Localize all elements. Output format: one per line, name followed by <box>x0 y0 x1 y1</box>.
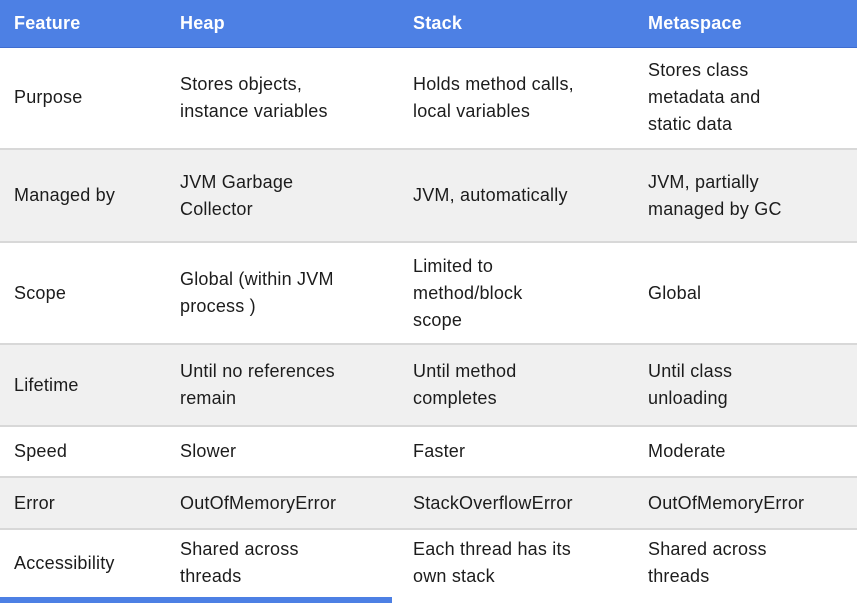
cell-speed-heap: Slower <box>180 441 237 461</box>
cell-lifetime-stack: Until method completes <box>413 361 517 408</box>
cell-scope-stack: Limited to method/block scope <box>413 255 523 330</box>
column-header-stack: Stack <box>413 12 463 33</box>
cell-scope-heap: Global (within JVM process ) <box>180 269 334 316</box>
cell-managed-by-metaspace: JVM, partially managed by GC <box>648 171 782 219</box>
row-label-error: Error <box>14 492 55 513</box>
cell-scope-metaspace: Global <box>648 282 702 303</box>
table-row-error: Error OutOfMemoryError StackOverflowErro… <box>0 477 857 529</box>
cell-purpose-stack: Holds method calls, local variables <box>413 73 574 121</box>
column-header-metaspace: Metaspace <box>648 12 742 33</box>
cell-accessibility-stack: Each thread has its own stack <box>413 539 571 586</box>
table-row-purpose: Purpose Stores objects, instance variabl… <box>0 47 857 149</box>
cell-speed-metaspace: Moderate <box>648 441 726 461</box>
row-label-accessibility: Accessibility <box>14 552 115 573</box>
cell-managed-by-heap: JVM Garbage Collector <box>180 171 294 219</box>
cell-lifetime-heap: Until no references remain <box>180 361 335 408</box>
row-label-scope: Scope <box>14 282 67 303</box>
cell-accessibility-metaspace: Shared across threads <box>648 539 767 586</box>
row-label-lifetime: Lifetime <box>14 374 79 395</box>
table-row-lifetime: Lifetime Until no references remain Unti… <box>0 344 857 426</box>
cell-error-heap: OutOfMemoryError <box>180 492 337 513</box>
cell-error-stack: StackOverflowError <box>413 492 573 513</box>
table-header-row: Feature Heap Stack Metaspace <box>0 0 857 47</box>
cell-managed-by-stack: JVM, automatically <box>413 185 568 205</box>
table-row-speed: Speed Slower Faster Moderate <box>0 426 857 477</box>
cell-accessibility-heap: Shared across threads <box>180 539 299 586</box>
table-row-scope: Scope Global (within JVM process ) Limit… <box>0 242 857 344</box>
cell-error-metaspace: OutOfMemoryError <box>648 492 805 513</box>
row-label-managed-by: Managed by <box>14 185 116 205</box>
cell-speed-stack: Faster <box>413 441 466 461</box>
row-label-purpose: Purpose <box>14 87 83 108</box>
table-row-accessibility: Accessibility Shared across threads Each… <box>0 529 857 596</box>
cell-lifetime-metaspace: Until class unloading <box>648 361 733 408</box>
column-header-heap: Heap <box>180 12 225 33</box>
row-label-speed: Speed <box>14 441 68 461</box>
cell-purpose-metaspace: Stores class metadata and static data <box>648 60 761 135</box>
cell-purpose-heap: Stores objects, instance variables <box>180 73 328 121</box>
table-row-managed-by: Managed by JVM Garbage Collector JVM, au… <box>0 149 857 242</box>
partial-bottom-blue-bar <box>0 597 392 603</box>
column-header-feature: Feature <box>14 12 81 33</box>
